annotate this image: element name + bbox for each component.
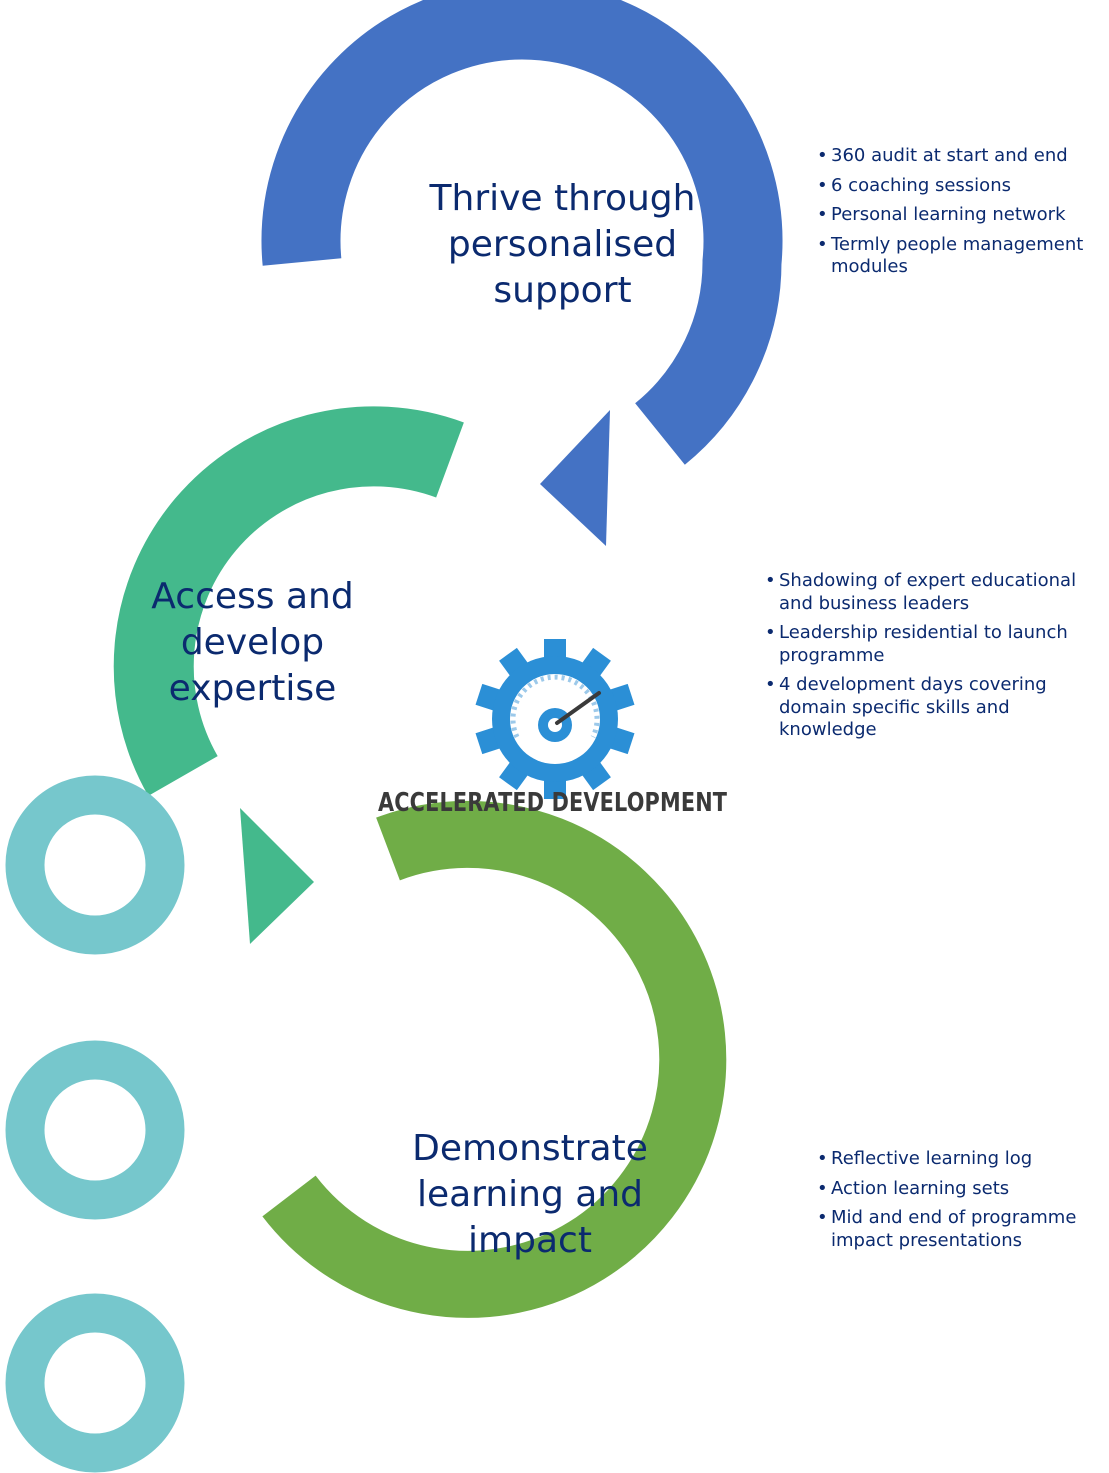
stage-1-title-line: personalised: [447, 224, 678, 265]
list-item: 360 audit at start and end: [817, 145, 1102, 168]
stage-1-bullets: 360 audit at start and end 6 coaching se…: [817, 145, 1102, 286]
list-item: 4 development days covering domain speci…: [765, 674, 1103, 742]
stage-1-title: Thrive through personalised support: [410, 176, 715, 314]
list-item: 6 coaching sessions: [817, 175, 1102, 198]
gauge-needle: [555, 691, 601, 725]
list-item: Termly people management modules: [817, 234, 1102, 279]
stage-3-bullets: Reflective learning log Action learning …: [817, 1148, 1107, 1259]
stage-2-title-line: Access and: [151, 576, 354, 617]
stage-1-arc: [261, 0, 783, 465]
list-item: Action learning sets: [817, 1178, 1107, 1201]
stage-2-title: Access and develop expertise: [120, 574, 385, 712]
stage-3-title: Demonstrate learning and impact: [380, 1126, 680, 1264]
stage-3-title-line: Demonstrate: [412, 1128, 648, 1169]
list-item: Reflective learning log: [817, 1148, 1107, 1171]
stage-2-bullets: Shadowing of expert educational and busi…: [765, 570, 1103, 749]
ring-icon: [5, 775, 185, 955]
list-item: Shadowing of expert educational and busi…: [765, 570, 1103, 615]
list-item: Personal learning network: [817, 204, 1102, 227]
ring-icon: [5, 1293, 185, 1473]
stage-2-arc: [113, 406, 464, 796]
stage-1-title-line: support: [493, 270, 632, 311]
stage-1-arrow: [261, 0, 783, 546]
stage-3-title-line: learning and: [416, 1174, 644, 1215]
gear-gauge-icon: [475, 639, 635, 799]
logo-text: ACCELERATED DEVELOPMENT: [378, 788, 728, 818]
list-item: Leadership residential to launch program…: [765, 622, 1103, 667]
stage-2-arrowhead: [240, 808, 314, 944]
ring-icon: [5, 1040, 185, 1220]
stage-2-arrow: [113, 406, 464, 944]
list-item: Mid and end of programme impact presenta…: [817, 1207, 1107, 1252]
decor-rings: [5, 775, 185, 1473]
gauge-ticks: [510, 674, 600, 739]
stage-1-arrowhead: [540, 410, 610, 546]
stage-3-title-line: impact: [468, 1220, 592, 1261]
stage-3-arc: [262, 800, 727, 1318]
stage-1-title-line: Thrive through: [429, 178, 696, 219]
stage-2-title-line: expertise: [168, 668, 337, 709]
stage-2-title-line: develop: [180, 622, 325, 663]
stage-3-arc-group: [262, 800, 727, 1318]
